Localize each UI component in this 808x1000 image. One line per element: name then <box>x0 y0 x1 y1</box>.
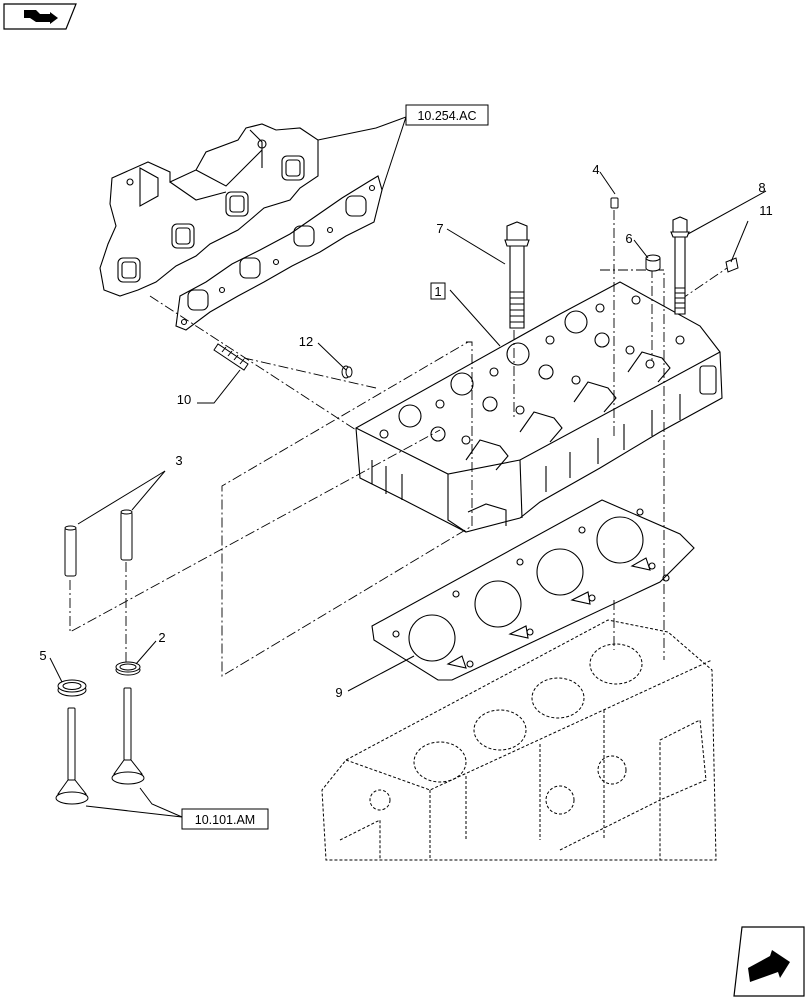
engine-block-phantom <box>321 619 717 861</box>
part-7-long-bolt <box>504 221 530 329</box>
reference-label-valves: 10.101.AM <box>195 813 255 827</box>
previous-page-icon[interactable] <box>3 3 77 30</box>
callout-2: 2 <box>158 630 165 645</box>
callout-12: 12 <box>299 334 313 349</box>
part-12-plug <box>341 365 353 379</box>
part-11-pin <box>725 257 739 273</box>
callout-10: 10 <box>177 392 191 407</box>
part-4-dowel-pin <box>610 197 619 209</box>
callout-8: 8 <box>758 180 765 195</box>
callout-3: 3 <box>175 453 182 468</box>
part-3-valve-guides <box>64 509 133 577</box>
part-5-seal-ring <box>57 679 87 697</box>
part-8-long-bolt <box>670 216 690 315</box>
reference-box-valves[interactable]: 10.101.AM <box>181 808 269 830</box>
callout-box-1 <box>430 282 446 300</box>
intake-exhaust-valves <box>55 687 145 805</box>
head-gasket <box>371 499 695 681</box>
reference-label-exhaust-manifold: 10.254.AC <box>417 109 476 123</box>
part-2-seal-ring <box>115 661 141 676</box>
callout-6: 6 <box>625 231 632 246</box>
cylinder-head <box>355 281 723 533</box>
reference-box-exhaust-manifold[interactable]: 10.254.AC <box>405 104 489 126</box>
callout-4: 4 <box>592 162 599 177</box>
assembly-centerlines <box>69 210 731 677</box>
callout-7: 7 <box>436 221 443 236</box>
exhaust-manifold <box>99 123 319 297</box>
next-page-icon[interactable] <box>733 926 805 997</box>
manifold-gasket <box>175 175 383 331</box>
part-10-stud <box>213 343 249 371</box>
callout-5: 5 <box>39 648 46 663</box>
callout-11: 11 <box>759 203 773 218</box>
part-6-sleeve <box>645 254 661 272</box>
leader-lines <box>49 116 767 818</box>
callout-1: 1 <box>434 284 441 299</box>
callout-9: 9 <box>335 685 342 700</box>
